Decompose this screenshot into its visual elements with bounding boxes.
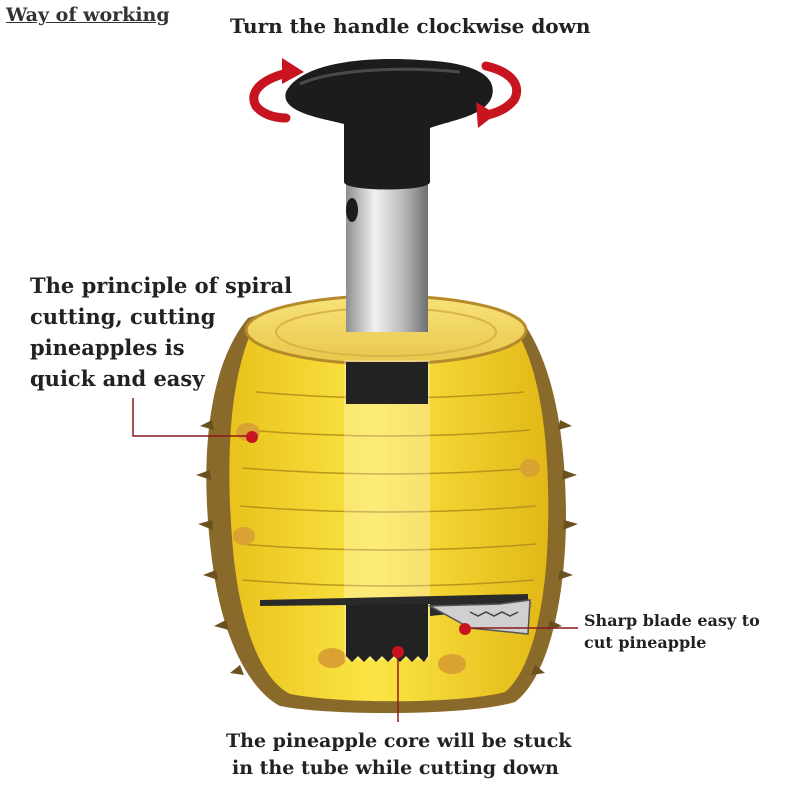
callout-principle [132, 398, 258, 443]
spiral-cut-lines [239, 391, 537, 587]
principle-line: cutting, cutting [30, 304, 216, 329]
principle-line: quick and easy [30, 366, 205, 391]
pineapple-core [346, 362, 428, 404]
handle [285, 59, 493, 190]
steel-shaft [346, 180, 428, 332]
callout-core [392, 646, 404, 722]
blade-line: cut pineapple [584, 633, 707, 652]
callout-blade [459, 623, 578, 635]
principle-annotation: The principle of spiral cutting, cutting… [30, 270, 330, 394]
instruction-title: Turn the handle clockwise down [230, 14, 591, 38]
core-annotation: The pineapple core will be stuck in the … [226, 728, 606, 782]
section-heading: Way of working [6, 4, 170, 26]
crust-spikes [196, 420, 578, 675]
principle-line: pineapples is [30, 335, 185, 360]
rotate-left-arrow-icon [249, 58, 304, 123]
rotate-right-arrow-icon [476, 61, 522, 128]
core-line: The pineapple core will be stuck [226, 730, 572, 752]
principle-line: The principle of spiral [30, 273, 293, 298]
blade-line: Sharp blade easy to [584, 611, 760, 630]
core-line: in the tube while cutting down [232, 757, 559, 779]
blade-annotation: Sharp blade easy to cut pineapple [584, 610, 794, 654]
